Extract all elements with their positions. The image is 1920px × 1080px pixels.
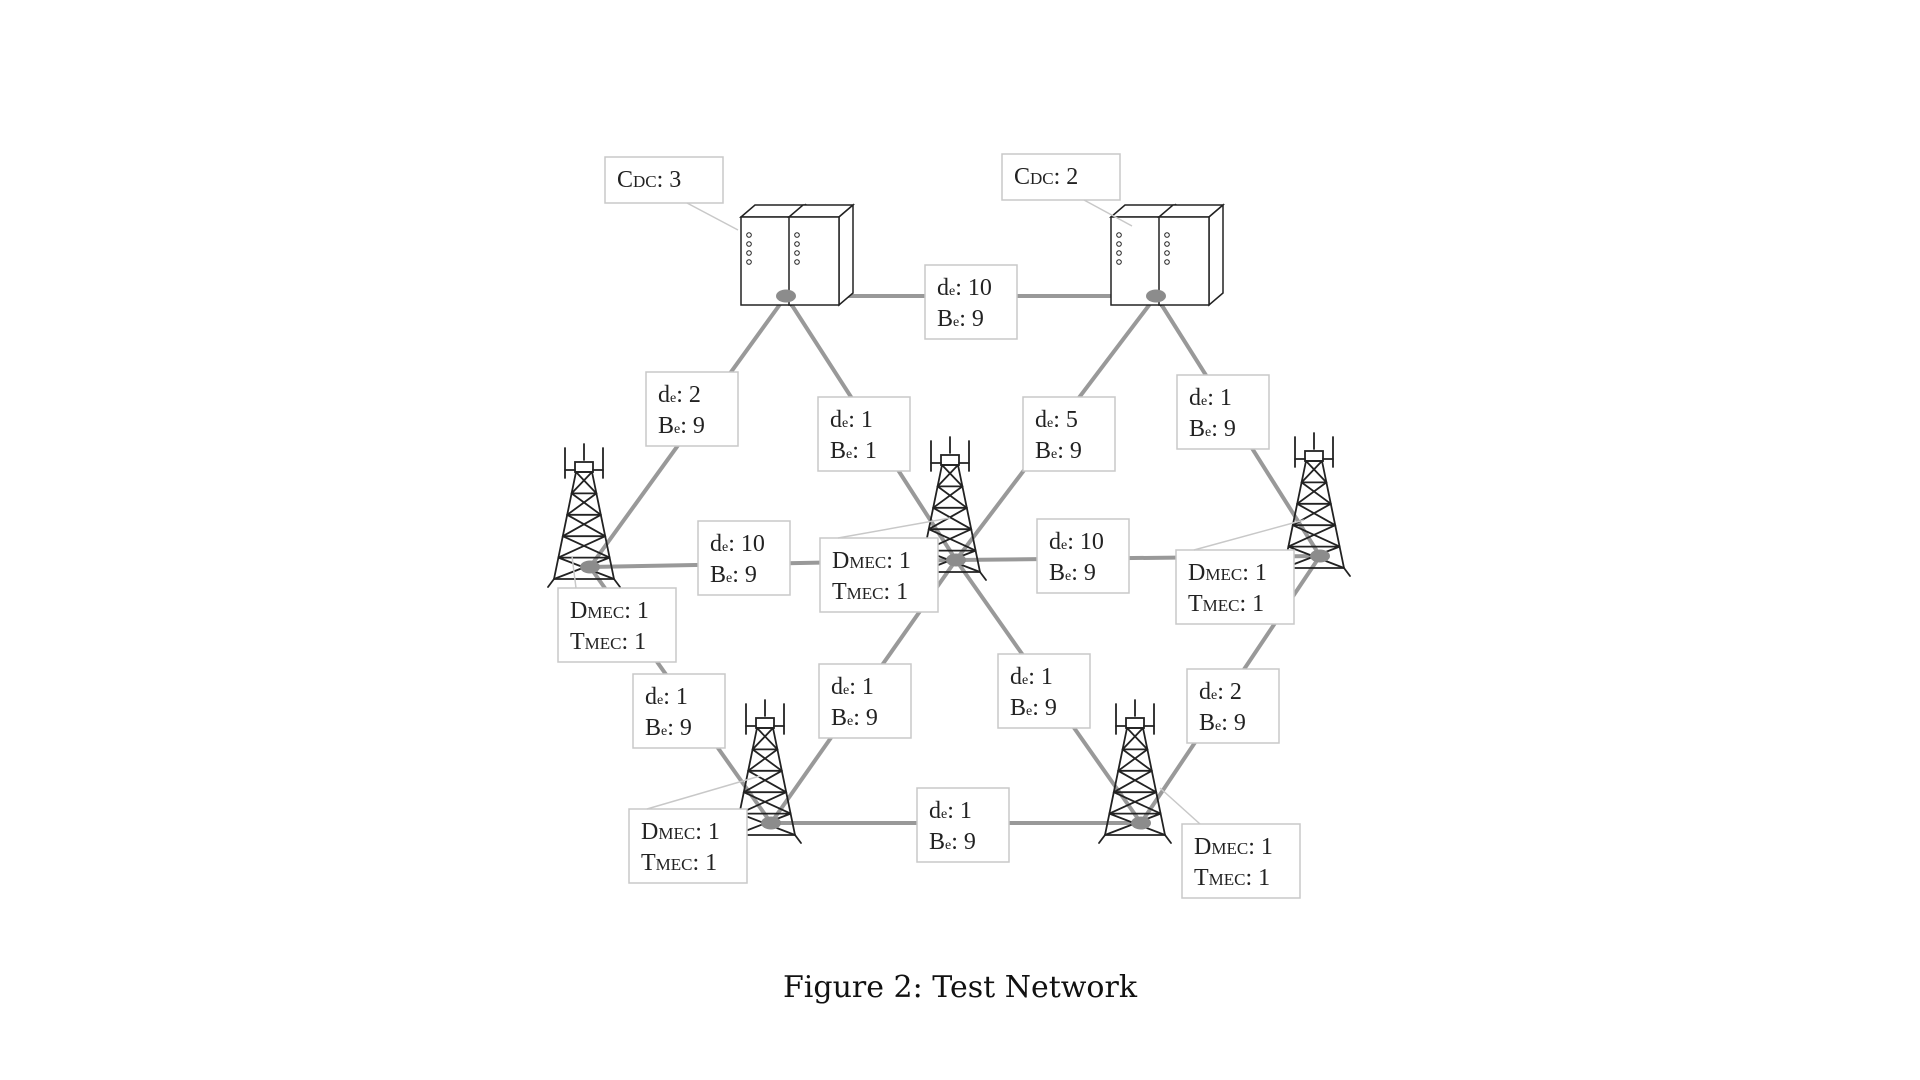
label-text-line: DMEC: 1	[1194, 834, 1273, 860]
link-label-bs_center-bs_right: de: 10 Be: 9	[1036, 518, 1130, 594]
datacenter-server-icon	[738, 203, 856, 307]
node-dot-bs_right	[1310, 549, 1330, 563]
datacenter-capacity-label: CDC: 2	[1001, 153, 1133, 227]
label-text-line: Be: 9	[645, 715, 692, 741]
datacenter-capacity-label: CDC: 3	[604, 156, 739, 231]
link-label-bs_left-bs_center: de: 10 Be: 9	[697, 520, 791, 596]
label-text-line: CDC: 3	[617, 167, 681, 193]
label-text-line: Be: 9	[1010, 695, 1057, 721]
label-text-line: Be: 9	[658, 413, 705, 439]
link-label-dc1-dc2: de: 10 Be: 9	[924, 264, 1018, 340]
label-text-line: de: 1	[929, 798, 972, 824]
link-label-bs_center-bs_bottom_right: de: 1 Be: 9	[997, 653, 1091, 729]
label-text-line: Be: 9	[710, 562, 757, 588]
label-text-line: de: 1	[645, 684, 688, 710]
label-text-line: Be: 9	[1199, 710, 1246, 736]
label-text-line: Be: 9	[831, 705, 878, 731]
link-label-dc1-bs_left: de: 2 Be: 9	[645, 371, 739, 447]
label-text-line: TMEC: 1	[832, 579, 908, 605]
link-label-dc1-bs_center: de: 1 Be: 1	[817, 396, 911, 472]
node-dot-bs_bottom_right	[1131, 816, 1151, 830]
label-text-line: de: 10	[1049, 529, 1104, 555]
link-label-bs_right-bs_bottom_right: de: 2 Be: 9	[1186, 668, 1280, 744]
label-text-line: DMEC: 1	[832, 548, 911, 574]
label-text-line: de: 2	[658, 382, 701, 408]
node-dot-dc2	[1146, 289, 1166, 303]
node-dot-bs_center	[946, 553, 966, 567]
base-station-mec-label: DMEC: 1 TMEC: 1	[1159, 787, 1301, 899]
labels-layer: de: 10 Be: 9 de: 2 Be: 9 de: 1 Be: 1 de: 5 Be: …	[557, 153, 1305, 899]
label-text-line: de: 10	[710, 531, 765, 557]
link-label-dc2-bs_center: de: 5 Be: 9	[1022, 396, 1116, 472]
link-label-bs_left-bs_bottom_left: de: 1 Be: 9	[632, 673, 726, 749]
label-text-line: de: 1	[830, 407, 873, 433]
label-text-line: Be: 9	[929, 829, 976, 855]
label-text-line: de: 10	[937, 275, 992, 301]
link-label-bs_center-bs_bottom_left: de: 1 Be: 9	[818, 663, 912, 739]
label-text-line: Be: 9	[1035, 438, 1082, 464]
label-text-line: Be: 9	[1049, 560, 1096, 586]
node-dot-bs_bottom_left	[761, 816, 781, 830]
label-text-line: TMEC: 1	[570, 629, 646, 655]
label-text-line: TMEC: 1	[641, 850, 717, 876]
link-label-bs_bottom_left-bs_bottom_right: de: 1 Be: 9	[916, 787, 1010, 863]
base-station-mec-label: DMEC: 1 TMEC: 1	[557, 555, 677, 663]
label-text-line: de: 2	[1199, 679, 1242, 705]
datacenter-server-icon	[1108, 203, 1226, 307]
label-text-line: Be: 9	[937, 306, 984, 332]
figure-caption: Figure 2: Test Network	[782, 970, 1138, 1005]
cell-tower-icon	[1098, 699, 1172, 844]
label-text-line: TMEC: 1	[1188, 591, 1264, 617]
link-label-dc2-bs_right: de: 1 Be: 9	[1176, 374, 1270, 450]
label-text-line: DMEC: 1	[570, 598, 649, 624]
node-dot-bs_left	[580, 560, 600, 574]
node-dot-dc1	[776, 289, 796, 303]
label-text-line: Be: 9	[1189, 416, 1236, 442]
base-station-mec-label: DMEC: 1 TMEC: 1	[1175, 519, 1305, 625]
label-text-line: DMEC: 1	[1188, 560, 1267, 586]
label-text-line: CDC: 2	[1014, 164, 1078, 190]
label-text-line: de: 1	[1189, 385, 1232, 411]
base-station-mec-label: DMEC: 1 TMEC: 1	[819, 517, 951, 613]
label-text-line: DMEC: 1	[641, 819, 720, 845]
label-text-line: Be: 1	[830, 438, 877, 464]
label-text-line: TMEC: 1	[1194, 865, 1270, 891]
label-text-line: de: 1	[1010, 664, 1053, 690]
label-text-line: de: 1	[831, 674, 874, 700]
label-text-line: de: 5	[1035, 407, 1078, 433]
base-station-mec-label: DMEC: 1 TMEC: 1	[628, 775, 761, 884]
